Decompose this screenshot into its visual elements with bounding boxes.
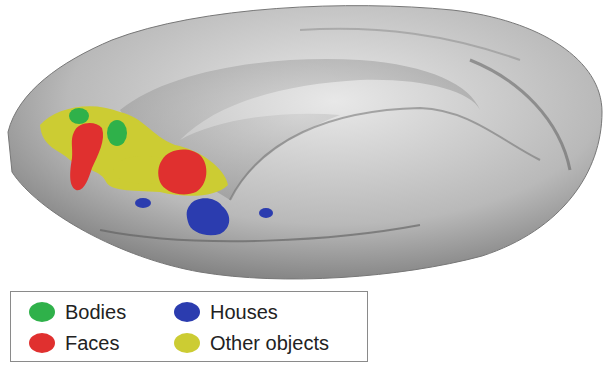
- sulcus: [300, 29, 520, 60]
- legend-label: Faces: [65, 332, 119, 354]
- medial-wall: [120, 59, 480, 200]
- legend-swatch: [174, 333, 200, 353]
- legend-swatch: [174, 302, 200, 322]
- face-region: [158, 149, 206, 194]
- body-region: [69, 108, 89, 124]
- legend-entry: Houses: [174, 301, 278, 323]
- object-region: [40, 106, 228, 196]
- house-region: [187, 198, 230, 235]
- legend-entry: Faces: [29, 332, 119, 354]
- body-region: [107, 120, 127, 146]
- legend-swatch: [29, 333, 55, 353]
- brain-outline: [8, 6, 602, 279]
- legend-entry: Bodies: [29, 301, 126, 323]
- legend-box: Bodies HousesFaces Other objects: [10, 291, 368, 362]
- legend-swatch: [29, 302, 55, 322]
- sulcus: [230, 108, 540, 200]
- legend-label: Bodies: [65, 301, 126, 323]
- legend-entry: Other objects: [174, 332, 329, 354]
- sulcus: [100, 225, 420, 241]
- face-region: [70, 123, 103, 190]
- sulcus: [470, 60, 570, 170]
- house-region: [259, 208, 273, 218]
- house-region: [135, 198, 151, 208]
- legend-label: Other objects: [210, 332, 329, 354]
- legend-label: Houses: [210, 301, 278, 323]
